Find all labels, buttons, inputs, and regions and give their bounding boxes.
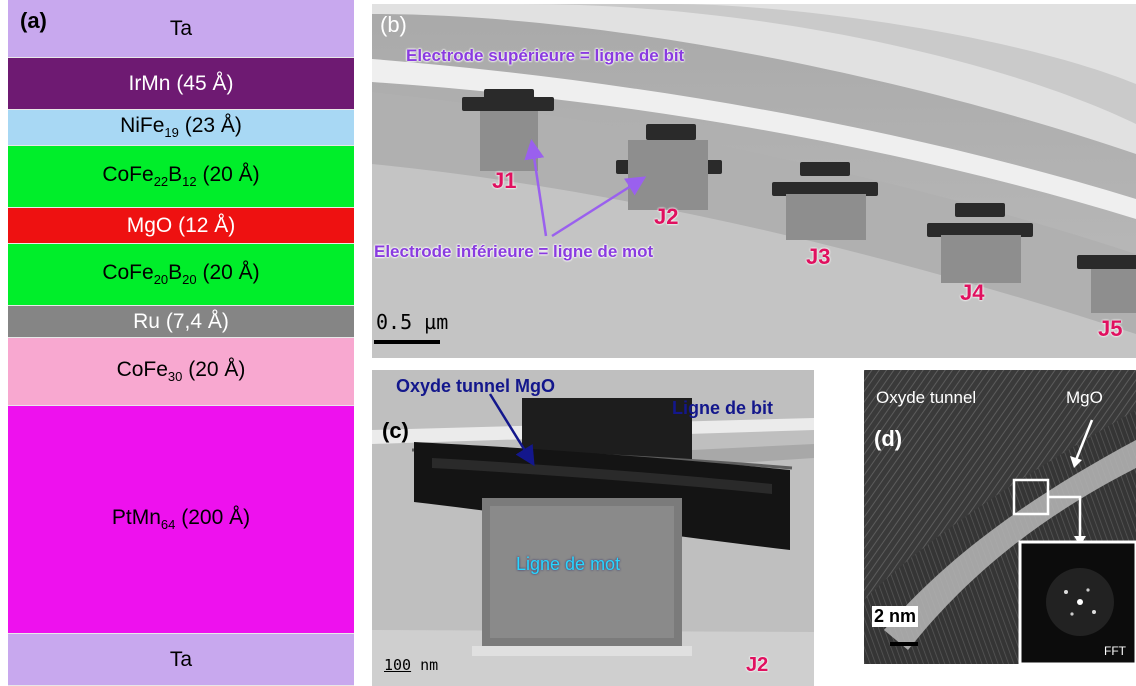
layer-0: Ta (8, 0, 354, 58)
layer-2: NiFe19 (23 Å) (8, 110, 354, 146)
junction-label-j1: J1 (492, 168, 517, 193)
panel-b-scale-value: 0.5 (376, 310, 413, 334)
layer-3-post: B (168, 163, 183, 187)
panel-d-mgo-label: MgO (1066, 388, 1103, 407)
layer-6: Ru (7,4 Å) (8, 306, 354, 338)
panel-d-scale-text: 2 nm (872, 606, 919, 627)
panel-b-tem-image: (b) Electrode supérieure = ligne de bit … (372, 4, 1136, 358)
panel-c-junction-label: J2 (746, 654, 769, 676)
layer-label-1: IrMn (45 Å) (128, 72, 233, 96)
layer-label-6: Ru (7,4 Å) (133, 310, 229, 334)
layer-8: PtMn64 (200 Å) (8, 406, 354, 634)
layer-label-7: CoFe30 (20 Å) (117, 358, 246, 384)
panel-b-label: (b) (380, 12, 407, 37)
junction-label-j5: J5 (1098, 316, 1123, 341)
word-line-label: Ligne de mot (516, 554, 621, 574)
layer-label-5: CoFe20B20 (20 Å) (102, 261, 259, 287)
bottom-electrode-label: Electrode inférieure = ligne de mot (374, 242, 654, 261)
layer-label-3: CoFe22B12 (20 Å) (102, 163, 259, 189)
junction-label-j2: J2 (654, 204, 679, 229)
panel-b-scale-unit: µm (424, 310, 449, 334)
layer-label-0: Ta (170, 17, 192, 41)
layer-9-name: Ta (169, 647, 193, 671)
layer-label-8: PtMn64 (200 Å) (112, 506, 250, 532)
layer-8-name: PtMn (111, 506, 161, 530)
layer-3-sub2: 12 (182, 174, 197, 190)
layer-5-sub: 20 (153, 272, 169, 288)
junction-label-j3: J3 (806, 244, 831, 269)
layer-label-9: Ta (170, 648, 192, 672)
layer-4-name: MgO (12 Å) (126, 213, 236, 237)
layer-3-sub: 22 (153, 174, 169, 190)
layer-2-post: (23 Å) (178, 114, 242, 138)
layer-6-name: Ru (7,4 Å) (133, 309, 229, 333)
panel-c-scale-text: 100 nm (384, 656, 438, 674)
layer-7-post: (20 Å) (182, 358, 246, 382)
panel-a-label: (a) (20, 8, 47, 33)
layer-label-2: NiFe19 (23 Å) (120, 114, 242, 140)
layer-7-sub: 30 (167, 369, 183, 385)
panel-c-scale-value: 100 (384, 656, 412, 674)
layer-0-name: Ta (169, 16, 193, 40)
layer-7: CoFe30 (20 Å) (8, 338, 354, 406)
layer-5: CoFe20B20 (20 Å) (8, 244, 354, 306)
panel-b-scale-text: 0.5 µm (376, 310, 448, 334)
layer-5-sub2: 20 (182, 272, 197, 288)
fft-label: FFT (1104, 644, 1126, 658)
panel-c-label: (c) (382, 418, 409, 443)
panel-b-scale-bar (374, 340, 440, 344)
panel-c-background (372, 370, 814, 686)
panel-b-background (372, 4, 1136, 358)
top-electrode-label: Electrode supérieure = ligne de bit (406, 46, 685, 65)
layer-3-post2: (20 Å) (196, 163, 260, 187)
layer-2-sub: 19 (164, 125, 179, 141)
junction-label-j4: J4 (960, 280, 985, 305)
layer-4: MgO (12 Å) (8, 208, 354, 244)
layer-3-name: CoFe (102, 163, 154, 187)
panel-d-hrtem-image: Oxyde tunnel MgO (d) 2 nm FFT (864, 370, 1136, 664)
panel-d-label: (d) (874, 426, 903, 451)
panel-b-arrows (524, 139, 647, 238)
layer-3: CoFe22B12 (20 Å) (8, 146, 354, 208)
layer-5-post2: (20 Å) (196, 261, 260, 285)
layer-2-name: NiFe (120, 114, 165, 138)
tunnel-oxide-label: Oxyde tunnel MgO (396, 376, 556, 396)
panel-c-arrow (488, 393, 535, 467)
layer-5-post: B (168, 261, 183, 285)
layer-8-sub: 64 (160, 517, 176, 533)
layer-1-name: IrMn (45 Å) (128, 71, 234, 95)
panel-d-background (864, 370, 1136, 664)
panel-c-scale-unit: nm (420, 656, 439, 674)
bit-line-label: Ligne de bit (672, 398, 773, 418)
panel-c-tem-image: Oxyde tunnel MgO Ligne de bit (c) Ligne … (372, 370, 814, 686)
panel-d-oxide-label: Oxyde tunnel (876, 388, 977, 407)
layer-7-name: CoFe (116, 358, 168, 382)
layer-label-4: MgO (12 Å) (127, 214, 236, 238)
layer-1: IrMn (45 Å) (8, 58, 354, 110)
layer-8-post: (200 Å) (175, 506, 251, 530)
layer-5-name: CoFe (102, 261, 154, 285)
layer-9: Ta (8, 634, 354, 686)
